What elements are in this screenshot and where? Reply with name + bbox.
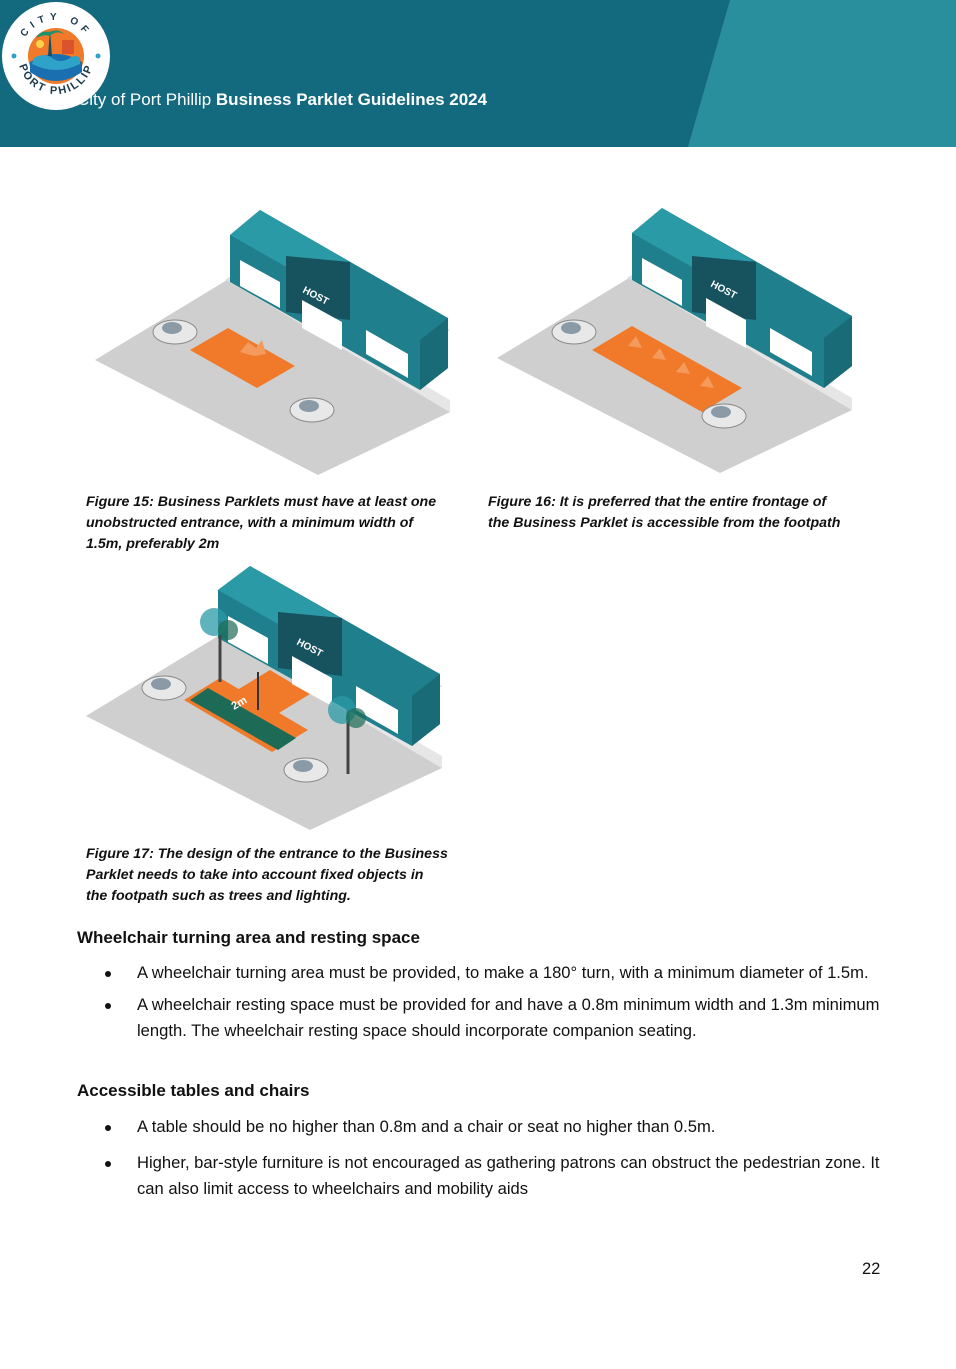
caption-line: Figure 16: It is preferred that the enti… <box>488 494 827 510</box>
section-heading-wheelchair: Wheelchair turning area and resting spac… <box>77 928 420 947</box>
parklet-area <box>190 328 295 388</box>
bullet-list-tables: A table should be no higher than 0.8m an… <box>77 1114 897 1202</box>
list-item: A wheelchair turning area must be provid… <box>77 960 897 986</box>
entrance-path <box>234 670 310 716</box>
entrance-arrow <box>652 348 666 360</box>
shop-window <box>642 258 682 306</box>
car-icon <box>141 675 187 701</box>
caption-line: Figure 17: The design of the entrance to… <box>86 846 448 862</box>
building-side <box>420 318 448 390</box>
caption-line: unobstructed entrance, with a minimum wi… <box>86 515 414 531</box>
entrance-arrow <box>628 336 642 348</box>
shop-window <box>356 686 398 734</box>
list-item: A table should be no higher than 0.8m an… <box>77 1114 897 1140</box>
entrance-arrow <box>676 362 690 374</box>
caption-line: Figure 15: Business Parklets must have a… <box>86 494 437 510</box>
figure-15-caption: Figure 15: Business Parklets must have a… <box>86 492 476 555</box>
list-item: Higher, bar-style furniture is not encou… <box>77 1150 897 1202</box>
car-icon <box>701 403 747 429</box>
list-item: A wheelchair resting space must be provi… <box>77 992 897 1044</box>
lane-marking <box>521 372 703 471</box>
figure-15-illustration: HOST <box>95 210 450 475</box>
figure-17-caption: Figure 17: The design of the entrance to… <box>86 844 486 907</box>
list-item-text: Higher, bar-style furniture is not encou… <box>137 1153 880 1198</box>
caption-line: 1.5m, preferably 2m <box>86 536 220 552</box>
car-icon <box>152 319 198 345</box>
shop-window <box>770 328 812 376</box>
header-banner <box>0 0 956 147</box>
page-header: City of Port Phillip Business Parklet Gu… <box>0 0 956 147</box>
lane-marking <box>111 731 293 829</box>
figure-16-caption: Figure 16: It is preferred that the enti… <box>488 492 888 534</box>
entrance-arrow <box>240 340 266 356</box>
shop-window <box>228 616 268 664</box>
list-item-text: A wheelchair resting space must be provi… <box>137 995 880 1040</box>
bullet-icon <box>105 971 111 977</box>
shop-window <box>366 330 408 378</box>
parklet-area <box>592 326 742 412</box>
figure-17-illustration: 2m HOST <box>86 566 442 830</box>
bullet-icon <box>105 1003 111 1009</box>
city-logo: CITY OF PORT PHILLIP <box>2 2 110 110</box>
caption-line: the Business Parklet is accessible from … <box>488 515 841 531</box>
caption-line: the footpath such as trees and lighting. <box>86 888 351 904</box>
building-side <box>824 316 852 388</box>
car-icon <box>283 757 329 783</box>
list-item-text: A table should be no higher than 0.8m an… <box>137 1117 716 1136</box>
bullet-icon <box>105 1161 111 1167</box>
page-number: 22 <box>862 1260 881 1278</box>
list-item-text: A wheelchair turning area must be provid… <box>137 963 869 982</box>
shop-window <box>240 260 280 308</box>
tree-icon <box>328 696 366 774</box>
tree-icon <box>200 608 238 682</box>
lane-marking <box>119 374 301 473</box>
header-title: City of Port Phillip Business Parklet Gu… <box>77 90 487 110</box>
figure-16-illustration: HOST <box>497 208 852 473</box>
host-window <box>302 300 342 350</box>
host-window <box>292 656 332 706</box>
section-heading-tables: Accessible tables and chairs <box>77 1081 310 1100</box>
bullet-list-wheelchair: A wheelchair turning area must be provid… <box>77 960 897 1044</box>
header-org: City of Port Phillip <box>77 90 212 109</box>
caption-line: Parklet needs to take into account fixed… <box>86 867 424 883</box>
car-icon <box>289 397 335 423</box>
host-window <box>706 298 746 348</box>
car-icon <box>551 319 597 345</box>
planter-boxes <box>190 688 296 750</box>
header-doc-title: Business Parklet Guidelines 2024 <box>215 90 488 109</box>
entrance-arrow <box>700 376 714 388</box>
building-side <box>412 674 440 746</box>
bullet-icon <box>105 1125 111 1131</box>
